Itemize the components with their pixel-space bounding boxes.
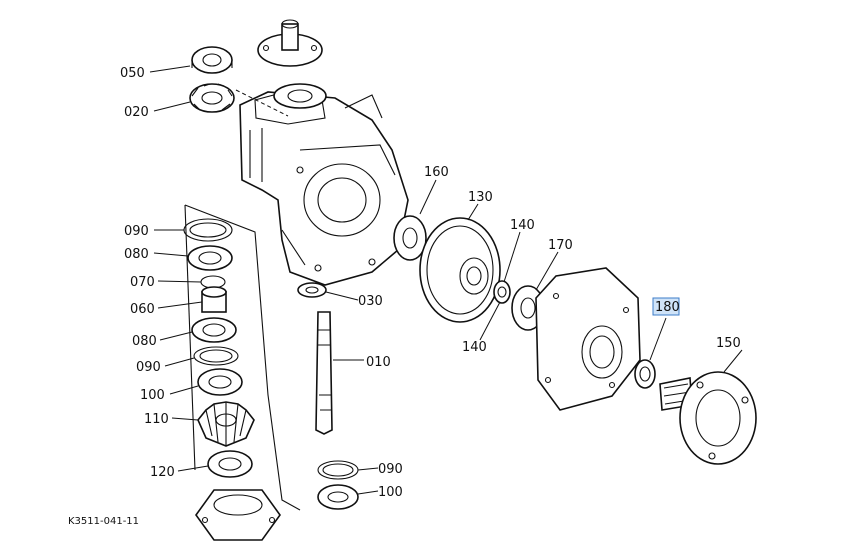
svg-text:140: 140 xyxy=(462,340,487,355)
svg-text:130: 130 xyxy=(468,190,493,205)
svg-text:120: 120 xyxy=(150,465,175,480)
svg-text:150: 150 xyxy=(716,336,741,351)
drawing-number: K3511-041-11 xyxy=(68,516,139,527)
callout-100-lower[interactable]: 100 xyxy=(378,485,403,500)
part-090-snap-ring-middle xyxy=(193,346,239,366)
svg-text:110: 110 xyxy=(144,412,169,427)
bottom-cover-plate xyxy=(195,489,281,541)
svg-text:090: 090 xyxy=(378,462,403,477)
part-side-cover xyxy=(535,267,641,411)
svg-text:170: 170 xyxy=(548,238,573,253)
svg-text:090: 090 xyxy=(136,360,161,375)
part-010-shaft xyxy=(297,282,333,435)
part-020-pinion-gear xyxy=(189,83,235,113)
svg-text:010: 010 xyxy=(366,355,391,370)
callout-180[interactable]: 180 xyxy=(655,300,680,315)
svg-text:090: 090 xyxy=(124,224,149,239)
part-070-o-ring xyxy=(200,275,226,289)
callout-010[interactable]: 010 xyxy=(366,355,391,370)
part-110-bevel-gear xyxy=(197,401,255,447)
part-080-seal-middle xyxy=(191,317,237,343)
highlight-box xyxy=(652,297,680,316)
callout-090-top[interactable]: 090 xyxy=(124,224,149,239)
callout-090-middle[interactable]: 090 xyxy=(136,360,161,375)
part-160-bearing xyxy=(393,215,427,261)
part-060-collar xyxy=(201,286,227,313)
svg-text:100: 100 xyxy=(140,388,165,403)
callout-020[interactable]: 020 xyxy=(124,105,149,120)
part-080-seal-top xyxy=(187,245,233,271)
part-100-bearing-lower xyxy=(317,484,359,510)
callout-130[interactable]: 130 xyxy=(468,190,493,205)
part-140-bushing xyxy=(493,280,511,304)
part-120-bearing xyxy=(207,450,253,478)
svg-text:050: 050 xyxy=(120,66,145,81)
top-cover-flange xyxy=(257,19,327,109)
svg-text:140: 140 xyxy=(510,218,535,233)
callout-150[interactable]: 150 xyxy=(716,336,741,351)
part-180-seal xyxy=(634,359,656,389)
leader-lines xyxy=(149,65,743,495)
callout-070[interactable]: 070 xyxy=(130,275,155,290)
callout-080-middle[interactable]: 080 xyxy=(132,334,157,349)
part-100-bearing-middle xyxy=(197,368,243,396)
part-130-crown-gear xyxy=(419,217,501,323)
svg-text:060: 060 xyxy=(130,302,155,317)
callout-100-middle[interactable]: 100 xyxy=(140,388,165,403)
part-050-bearing xyxy=(191,46,233,74)
callout-090-lower[interactable]: 090 xyxy=(378,462,403,477)
svg-text:020: 020 xyxy=(124,105,149,120)
part-090-snap-ring-lower xyxy=(317,460,359,480)
part-150-output-flange xyxy=(659,371,757,465)
svg-text:070: 070 xyxy=(130,275,155,290)
callout-050[interactable]: 050 xyxy=(120,66,145,81)
svg-text:080: 080 xyxy=(132,334,157,349)
callout-060[interactable]: 060 xyxy=(130,302,155,317)
gearbox-housing xyxy=(239,87,409,286)
callout-140-lower[interactable]: 140 xyxy=(462,340,487,355)
svg-text:160: 160 xyxy=(424,165,449,180)
svg-text:100: 100 xyxy=(378,485,403,500)
svg-text:080: 080 xyxy=(124,247,149,262)
part-090-snap-ring-top xyxy=(183,218,233,242)
callout-170[interactable]: 170 xyxy=(548,238,573,253)
svg-text:030: 030 xyxy=(358,294,383,309)
callout-120[interactable]: 120 xyxy=(150,465,175,480)
callout-030[interactable]: 030 xyxy=(358,294,383,309)
callout-110[interactable]: 110 xyxy=(144,412,169,427)
callout-080-top[interactable]: 080 xyxy=(124,247,149,262)
callout-160[interactable]: 160 xyxy=(424,165,449,180)
svg-text:180: 180 xyxy=(655,300,680,315)
callout-140-upper[interactable]: 140 xyxy=(510,218,535,233)
